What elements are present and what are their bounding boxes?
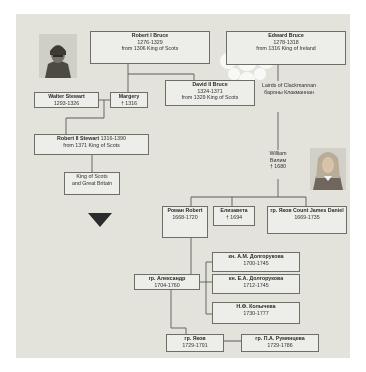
node-dates: 1278-1318 (273, 39, 299, 46)
node-robert-bruce: Robert I Bruce 1276-1329 from 1306 King … (90, 31, 210, 64)
node-name: David II Bruce (192, 82, 228, 88)
node-yakov: гр. Яков 1729-1791 (166, 334, 224, 352)
node-line: and Great Britain (71, 180, 113, 187)
node-name: гр. П.А. Румянцева (255, 336, 305, 342)
node-name: Robert II Stewart (57, 136, 100, 142)
node-walter-stewart: Walter Stewart 1293-1326 (34, 92, 99, 108)
node-dolgorukova-ea: кн. Е.А. Долгорукова 1712-1745 (212, 274, 300, 294)
node-name: Роман Robert (167, 208, 203, 214)
node-name: Margery (118, 94, 140, 100)
node-dates: 1704-1760 (154, 282, 180, 289)
node-aleksandr: гр. Александр 1704-1760 (134, 274, 200, 290)
node-dates: 1293-1326 (53, 100, 80, 107)
node-title: from 1306 King of Scots (121, 46, 179, 53)
node-name: Walter Stewart (48, 94, 85, 100)
node-dates: 1668-1720 (172, 214, 198, 221)
node-dates: 1729-1791 (182, 342, 208, 349)
node-name: Edward Bruce (268, 33, 304, 39)
portrait-robert-bruce (39, 34, 77, 78)
node-yakov-daniel: гр. Яков Count James Daniel 1669-1735 (267, 206, 347, 234)
node-name: гр. Яков Count James Daniel (270, 208, 344, 214)
down-arrow-icon (88, 213, 112, 227)
node-name: Елизавета (220, 208, 248, 214)
node-kolycheva: Н.Ф. Колычева 1730-1777 (212, 302, 300, 324)
node-name: кн. Е.А. Долгорукова (228, 276, 284, 282)
node-line: Вилим (269, 157, 287, 164)
node-name: гр. Александр (148, 276, 186, 282)
node-elizaveta: Елизавета † 1694 (213, 206, 255, 226)
node-dates: 1729-1786 (267, 342, 293, 349)
connector-lines (65, 64, 307, 342)
node-name-line: Robert II Stewart 1316-1390 (37, 136, 146, 143)
node-dates: 1276-1329 (137, 39, 163, 46)
node-kings: King of Scots and Great Britain (64, 172, 120, 195)
family-tree-diagram: Robert I Bruce 1276-1329 from 1306 King … (16, 14, 350, 358)
node-dates: 1730-1777 (243, 310, 269, 317)
node-line: Lairds of Clackmannan (261, 83, 317, 89)
node-dates: † 1694 (225, 214, 243, 221)
node-dates: † 1316 (120, 100, 138, 107)
node-william: William Вилим † 1680 (262, 150, 294, 179)
node-title: from 1329 King of Scots (181, 95, 239, 102)
portrait-william (310, 148, 346, 190)
node-lairds: Lairds of Clackmannan бароны Клакманнан (249, 82, 329, 112)
node-roman-robert: Роман Robert 1668-1720 (162, 206, 208, 238)
node-edward-bruce: Edward Bruce 1278-1318 from 1316 King of… (226, 31, 346, 65)
node-line: William (269, 151, 287, 157)
node-name: Н.Ф. Колычева (236, 304, 276, 310)
node-dolgorukova-am: кн. А.М. Долгорукова 1700-1745 (212, 252, 300, 272)
node-name: Robert I Bruce (131, 33, 169, 39)
node-line: бароны Клакманнан (264, 89, 314, 96)
node-name: кн. А.М. Долгорукова (228, 254, 284, 260)
node-title: from 1371 King of Scots (63, 142, 120, 149)
node-dates: 1669-1735 (294, 214, 320, 221)
node-title: from 1316 King of Ireland (256, 46, 316, 53)
node-robert-stewart: Robert II Stewart 1316-1390 from 1371 Ki… (34, 134, 149, 155)
node-dates: 1316-1390 (99, 136, 126, 142)
node-margery: Margery † 1316 (110, 92, 148, 108)
node-david-bruce: David II Bruce 1324-1371 from 1329 King … (165, 80, 255, 106)
node-rumyantseva: гр. П.А. Румянцева 1729-1786 (241, 334, 319, 352)
node-line: † 1680 (269, 164, 287, 171)
node-dates: 1712-1745 (243, 282, 269, 289)
node-line: King of Scots (76, 174, 108, 180)
node-name: гр. Яков (184, 336, 206, 342)
node-dates: 1700-1745 (243, 260, 269, 267)
node-dates: 1324-1371 (197, 88, 223, 95)
